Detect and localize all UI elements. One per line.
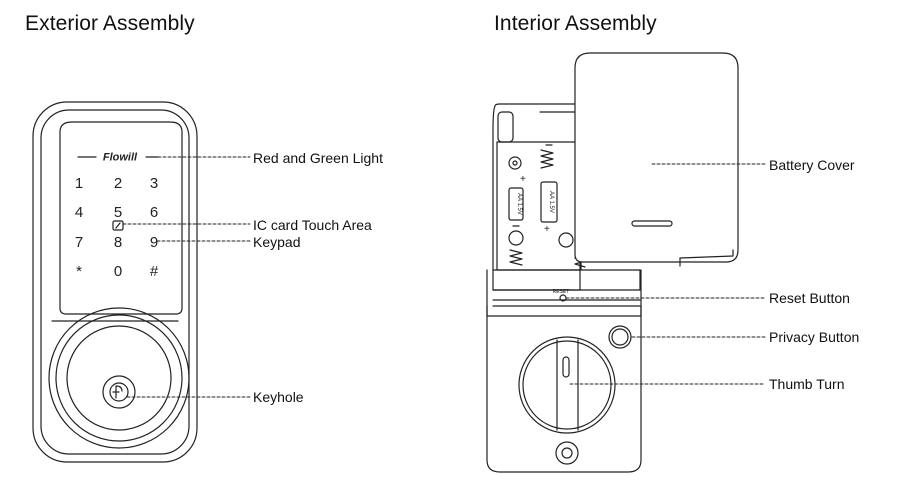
battery-left-marking: AA 1.5V [516, 193, 522, 215]
ic-card-icon [112, 220, 124, 231]
privacy-button [608, 325, 632, 349]
keypad-key-6: 6 [150, 204, 158, 221]
keypad-key-0: 0 [114, 263, 122, 280]
keyhole-ring [102, 375, 136, 409]
svg-text:+: + [520, 174, 526, 185]
keypad-key-star: * [76, 263, 82, 280]
battery-cover [574, 52, 739, 267]
exterior-lock: Flowill 1 2 3 4 5 6 7 8 9 * 0 # [32, 101, 198, 463]
exterior-assembly-heading: Exterior Assembly [25, 12, 195, 35]
keypad-key-7: 7 [75, 234, 83, 251]
brand-logo: Flowill [77, 152, 159, 164]
battery-tray-lower [492, 269, 641, 291]
interior-lock: + AA 1.5V AA 1.5V + RESET [486, 103, 642, 473]
keypad-label: Keypad [253, 234, 301, 250]
exterior-inner-plate [40, 109, 190, 455]
red-green-light-label: Red and Green Light [253, 150, 383, 166]
keypad-key-8: 8 [114, 234, 122, 251]
keypad-key-1: 1 [75, 175, 83, 192]
exterior-outer-plate [32, 101, 198, 463]
interior-assembly-heading: Interior Assembly [494, 12, 657, 35]
housing-slot-left [497, 111, 514, 143]
keypad-key-5: 5 [114, 204, 122, 221]
keypad-key-9: 9 [150, 234, 158, 251]
thumb-turn-label: Thumb Turn [769, 376, 845, 392]
knob-cylinder [66, 325, 172, 431]
reset-marking: RESET [553, 289, 570, 295]
reset-button-label: Reset Button [769, 290, 850, 306]
battery-right-marking: AA 1.5V [548, 191, 554, 213]
battery-cover-label: Battery Cover [769, 157, 855, 173]
knob-rose-inner [55, 314, 183, 442]
interior-housing-top [492, 103, 581, 291]
interior-leaders [565, 163, 766, 385]
privacy-button-label: Privacy Button [769, 329, 860, 345]
battery-left: + AA 1.5V [508, 156, 526, 266]
svg-text:+: + [544, 224, 550, 235]
battery-cover-slot [631, 220, 673, 227]
keypad-key-2: 2 [114, 175, 122, 192]
keypad-keys: 1 2 3 4 5 6 7 8 9 * 0 # [75, 175, 159, 280]
thumb-turn [518, 336, 616, 434]
ic-card-area-label: IC card Touch Area [253, 217, 372, 233]
bottom-screw-hole [561, 447, 573, 459]
keyhole-label: Keyhole [253, 389, 304, 405]
keyhole-icon [109, 382, 129, 402]
brand-logo-text: Flowill [103, 152, 138, 164]
keypad-panel [59, 121, 183, 315]
bottom-screw-ring [555, 441, 579, 465]
exterior-leaders [122, 156, 251, 398]
knob-rose-outer [48, 307, 190, 449]
keypad-key-3: 3 [150, 175, 158, 192]
keypad-key-hash: # [150, 263, 159, 280]
keypad-key-4: 4 [75, 204, 83, 221]
interior-plate [486, 269, 642, 473]
